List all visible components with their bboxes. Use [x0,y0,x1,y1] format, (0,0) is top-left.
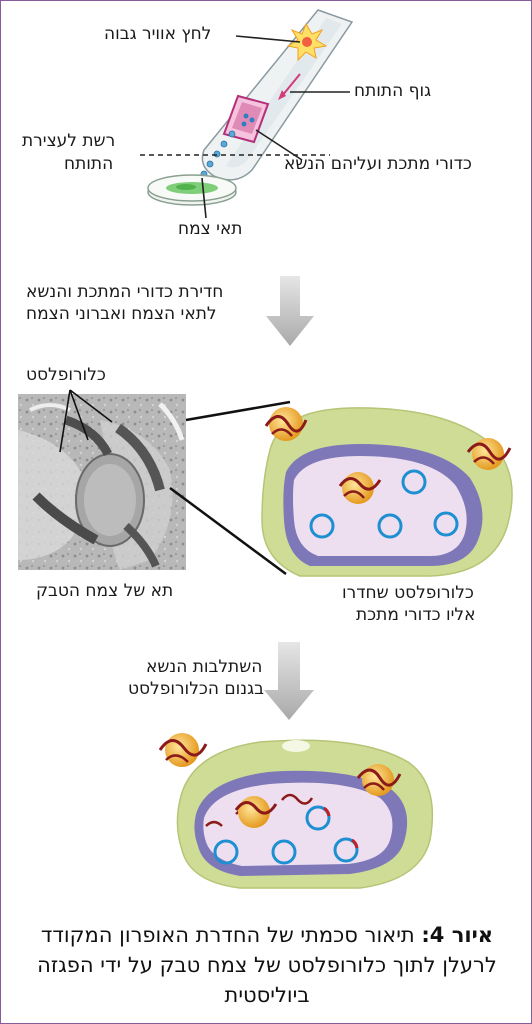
metal-particle-icon [338,472,382,504]
label-high-pressure: לחץ אוויר גבוה [104,24,212,44]
label-step2-line2: בגנום הכלורופלסט [128,679,264,699]
label-chloroplasts: כלורופלסט [26,365,106,385]
label-tobacco-cell: תא של צמח הטבק [36,581,174,601]
leader-lines-chloroplasts [59,389,291,576]
leader-lines-top [140,35,350,219]
label-step1-line2: לתאי הצמח ואברוני הצמח [26,304,217,324]
pressure-burst-icon [286,22,328,62]
chloroplast-1 [261,407,513,577]
label-metal-particles: כדורי מתכת ועליהם הנשא [284,154,472,174]
metal-particle-icon [158,733,208,767]
dna-ring-icon [213,805,359,865]
label-stopping-screen-1: רשת לעצירת [22,131,116,151]
figure-caption: איור 4: תיאור סכמתי של החדרת האופרון המק… [14,920,520,1010]
label-penetrated-line1: כלורופלסט שחדרו [342,583,474,603]
metal-particle-icon [466,438,512,470]
dna-ring-icon [309,469,459,539]
label-plant-cells: תאי צמח [178,219,243,239]
label-stopping-screen-2: התותח [64,154,114,174]
tem-micrograph [18,394,186,570]
label-step1-line1: חדירת כדורי המתכת והנשא [26,282,224,302]
caption-prefix: איור 4: [421,923,494,947]
metal-particle-icon [356,764,402,796]
label-step2-line1: השתלבות הנשא [146,657,263,677]
caption-text: תיאור סכמתי של החדרת האופרון המקודד לרעל… [37,923,497,1007]
metal-particle-icon [234,796,278,828]
chloroplast-2 [176,739,434,889]
pink-arrow-icon [278,73,301,100]
metal-particle-icon [264,407,308,441]
petri-dish-icon [147,174,237,206]
label-gun-body: גוף התותח [354,81,432,101]
integrated-dna-icon [323,806,359,849]
label-penetrated-line2: אליו כדורי מתכת [356,605,476,625]
process-arrow-1 [266,276,314,346]
process-arrow-2 [264,642,314,720]
